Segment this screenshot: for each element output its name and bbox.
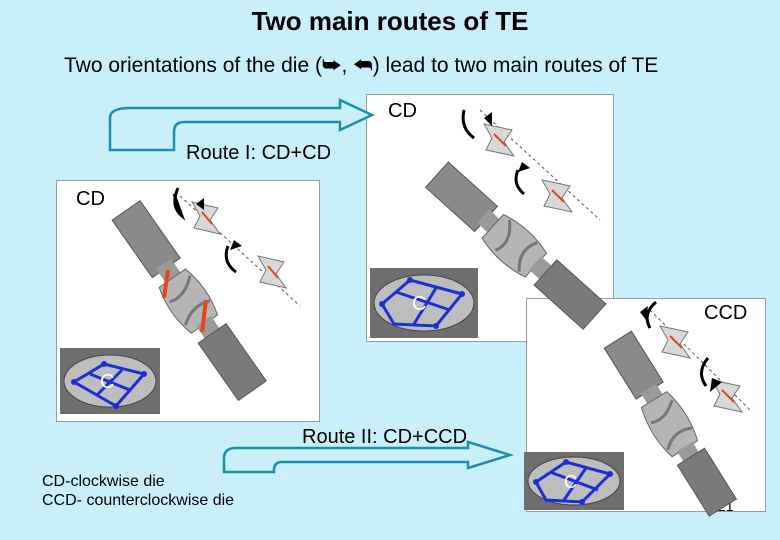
right-billet-icon: [603, 330, 738, 517]
legend: CD-clockwise die CCD- counterclockwise d…: [42, 472, 234, 510]
svg-text:C: C: [564, 472, 577, 492]
svg-text:C: C: [412, 293, 426, 315]
rotation-arrow-icon: [461, 109, 475, 140]
svg-text:C: C: [100, 371, 114, 393]
rotation-arrow-icon: [514, 169, 526, 196]
left-dies: [172, 187, 301, 307]
subtitle: Two orientations of the die (⮩, ⮪) lead …: [64, 54, 659, 77]
route1-label: Route I: CD+CD: [186, 142, 332, 164]
legend-line-cd: CD-clockwise die: [42, 473, 165, 490]
route2-arrow: [222, 440, 515, 474]
left-billet-icon: [111, 200, 267, 402]
rotation-arrow-icon: [645, 300, 658, 329]
middle-cross-section-grid-icon: C: [370, 268, 478, 338]
middle-dies: [461, 109, 601, 221]
right-dies: [640, 300, 751, 413]
rotation-arrow-icon: [172, 187, 186, 221]
rotation-arrow-icon: [700, 357, 710, 387]
legend-line-ccd: CCD- counterclockwise die: [42, 492, 235, 509]
page-title: Two main routes of TE: [251, 6, 529, 36]
route2-panel-label: CCD: [704, 302, 748, 324]
route2-label: Route II: CD+CCD: [302, 426, 468, 448]
right-cross-section-grid-icon: C: [524, 452, 624, 510]
middle-billet-icon: [424, 161, 607, 330]
left-panel-label: CD: [76, 188, 105, 210]
route1-arrow: [108, 98, 375, 152]
rotation-arrow-icon: [224, 245, 237, 274]
route1-panel-label: CD: [388, 100, 417, 122]
left-cross-section-grid-icon: C: [60, 348, 160, 414]
